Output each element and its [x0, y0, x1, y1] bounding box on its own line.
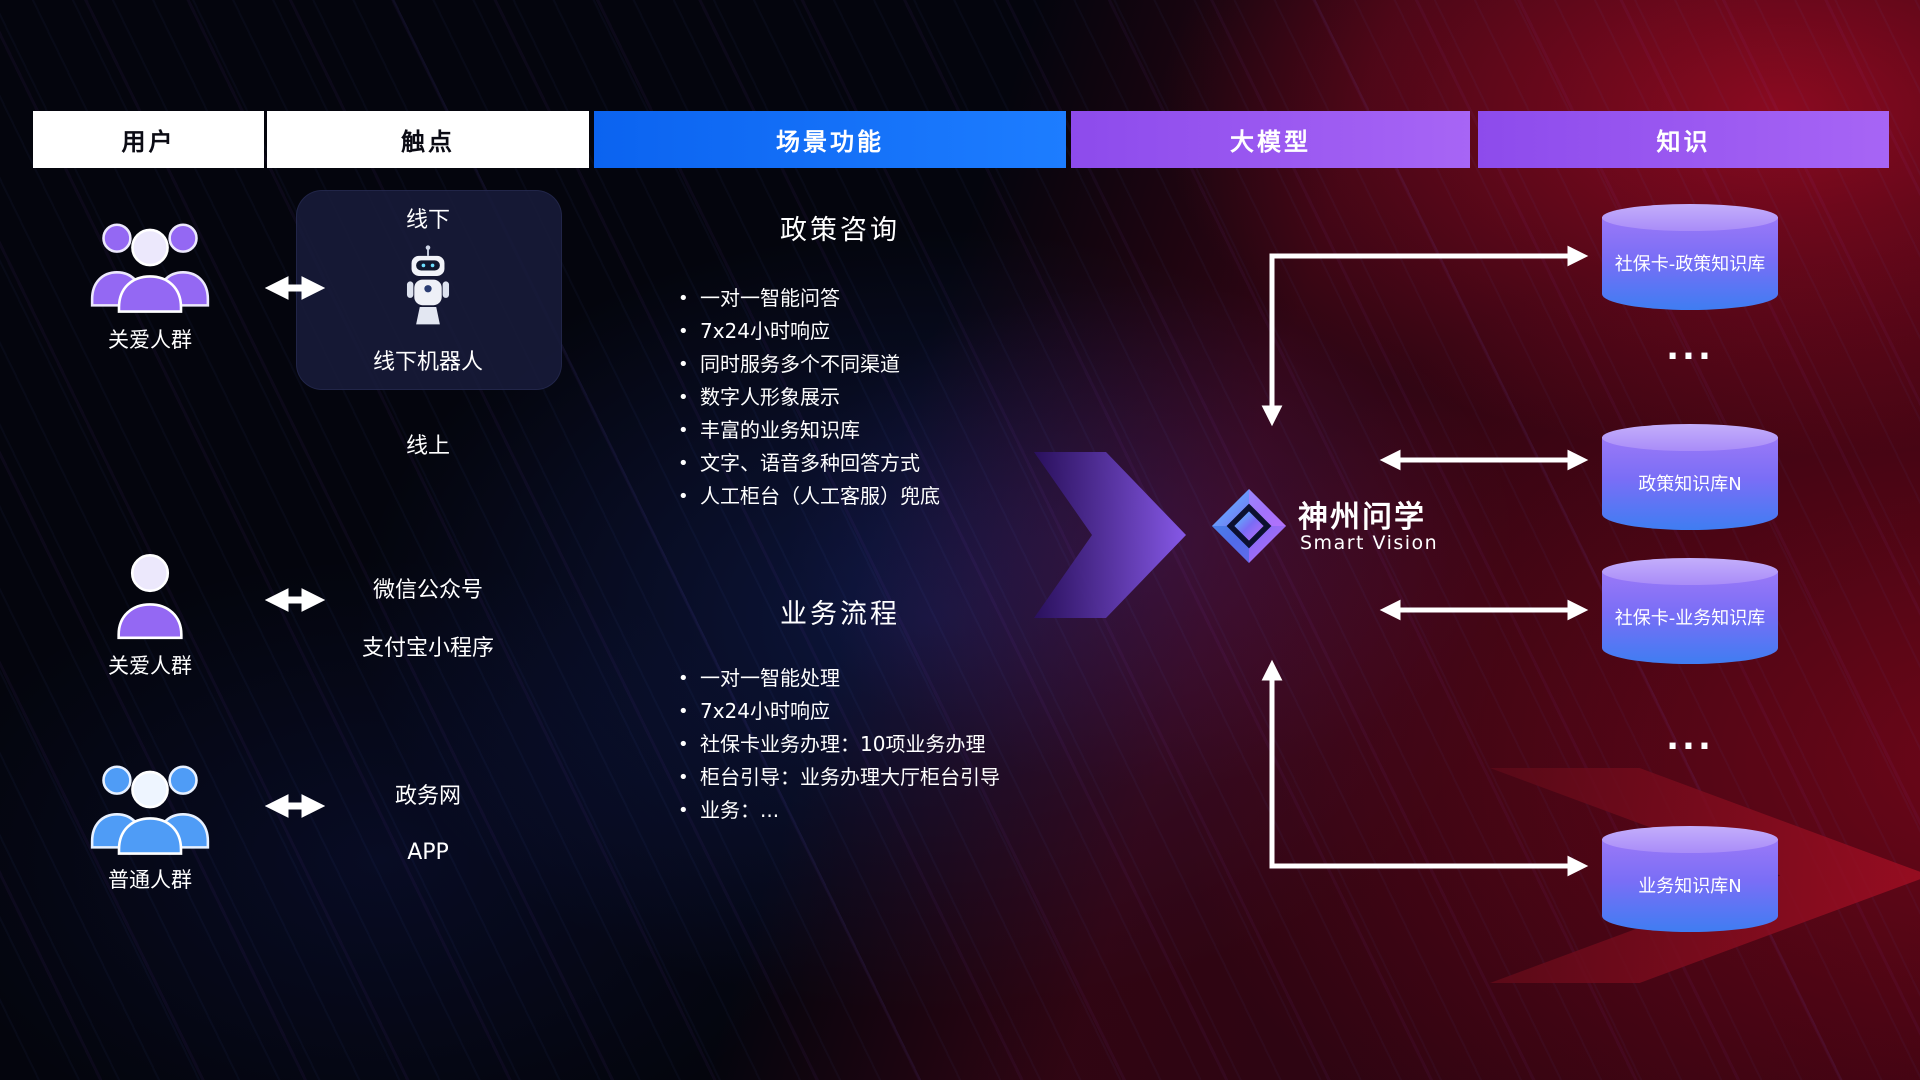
- scenario-business-list: 一对一智能处理 7x24小时响应 社保卡业务办理：10项业务办理 柜台引导：业务…: [676, 668, 1000, 833]
- cylinder-body: [1602, 437, 1778, 530]
- header-col-knowledge: 知识: [1478, 111, 1889, 168]
- user-group-label: 普通人群: [108, 868, 192, 892]
- cylinder-body: [1602, 571, 1778, 664]
- diamond-logo-icon: [1210, 487, 1288, 565]
- people-group-icon: [88, 752, 212, 858]
- list-item: 同时服务多个不同渠道: [676, 354, 940, 376]
- people-group-icon: [88, 210, 212, 316]
- knowledge-db-cylinder: 社保卡-政策知识库: [1602, 204, 1778, 310]
- list-item: 7x24小时响应: [676, 321, 940, 343]
- offline-title: 线下: [405, 208, 450, 233]
- list-item: 社保卡业务办理：10项业务办理: [676, 734, 1000, 756]
- knowledge-db-label: 社保卡-政策知识库: [1614, 254, 1766, 276]
- scenario-title-policy: 政策咨询: [780, 215, 900, 246]
- scenario-policy-list: 一对一智能问答 7x24小时响应 同时服务多个不同渠道 数字人形象展示 丰富的业…: [676, 288, 940, 519]
- scenario-title-business: 业务流程: [780, 599, 900, 630]
- knowledge-db-cylinder: 业务知识库N: [1602, 826, 1778, 932]
- cylinder-body: [1602, 217, 1778, 310]
- list-item: 一对一智能问答: [676, 288, 940, 310]
- list-item: 人工柜台（人工客服）兜底: [676, 486, 940, 508]
- ellipsis-more: ...: [1666, 328, 1714, 368]
- list-item: 柜台引导：业务办理大厅柜台引导: [676, 767, 1000, 789]
- list-item: 数字人形象展示: [676, 387, 940, 409]
- robot-icon: [396, 240, 460, 332]
- knowledge-db-cylinder: 政策知识库N: [1602, 424, 1778, 530]
- header-col-users: 用户: [33, 111, 264, 168]
- gov-web-channel: 政务网: [394, 784, 461, 809]
- list-item: 业务：...: [676, 800, 1000, 822]
- cylinder-top: [1602, 204, 1778, 231]
- list-item: 一对一智能处理: [676, 668, 1000, 690]
- knowledge-db-label: 政策知识库N: [1638, 474, 1742, 496]
- online-label: 线上: [405, 434, 450, 459]
- cylinder-top: [1602, 826, 1778, 853]
- header-col-scenarios: 场景功能: [594, 111, 1066, 168]
- offline-caption: 线下机器人: [372, 350, 483, 375]
- cylinder-body: [1602, 839, 1778, 932]
- user-group-label: 关爱人群: [108, 328, 192, 352]
- cylinder-top: [1602, 424, 1778, 451]
- model-name: 神州问学: [1298, 500, 1426, 535]
- knowledge-db-label: 社保卡-业务知识库: [1614, 608, 1766, 630]
- person-icon: [108, 548, 192, 642]
- list-item: 丰富的业务知识库: [676, 420, 940, 442]
- alipay-channel: 支付宝小程序: [361, 636, 494, 661]
- list-item: 文字、语音多种回答方式: [676, 453, 940, 475]
- header-col-model: 大模型: [1071, 111, 1470, 168]
- model-subtitle: Smart Vision: [1300, 532, 1439, 554]
- list-item: 7x24小时响应: [676, 701, 1000, 723]
- header-col-touchpoints: 触点: [267, 111, 589, 168]
- ellipsis-more: ...: [1666, 718, 1714, 758]
- user-group-label: 关爱人群: [108, 654, 192, 678]
- app-channel: APP: [407, 840, 449, 865]
- knowledge-db-cylinder: 社保卡-业务知识库: [1602, 558, 1778, 664]
- knowledge-db-label: 业务知识库N: [1638, 876, 1742, 898]
- wechat-channel: 微信公众号: [372, 578, 483, 603]
- cylinder-top: [1602, 558, 1778, 585]
